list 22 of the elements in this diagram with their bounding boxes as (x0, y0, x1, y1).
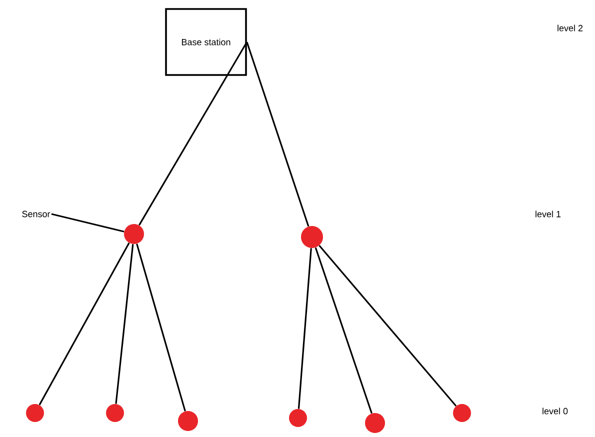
level-label: level 1 (536, 210, 561, 218)
connector-line (115, 244, 134, 404)
leader-line (138, 42, 248, 226)
sensor-dot (124, 224, 144, 244)
sensor-dot (178, 411, 198, 431)
level-label: level 2 (558, 24, 583, 32)
level-label: level 0 (542, 408, 568, 414)
leader-line (246, 42, 310, 227)
sensor-dot (365, 413, 385, 433)
connector-line (298, 248, 312, 409)
sensor-label: Sensor (22, 210, 50, 218)
sensor-dot (106, 404, 124, 422)
sensor-dot (301, 226, 323, 248)
sensor-dot (26, 404, 44, 422)
connector-line (318, 245, 457, 407)
leader-line (51, 213, 124, 232)
connector-line (136, 244, 186, 412)
connector-line (314, 247, 372, 414)
base-station-box: Base station (165, 8, 247, 76)
sensor-dot (289, 409, 307, 427)
connector-line (38, 242, 130, 406)
sensor-dot (453, 404, 471, 422)
